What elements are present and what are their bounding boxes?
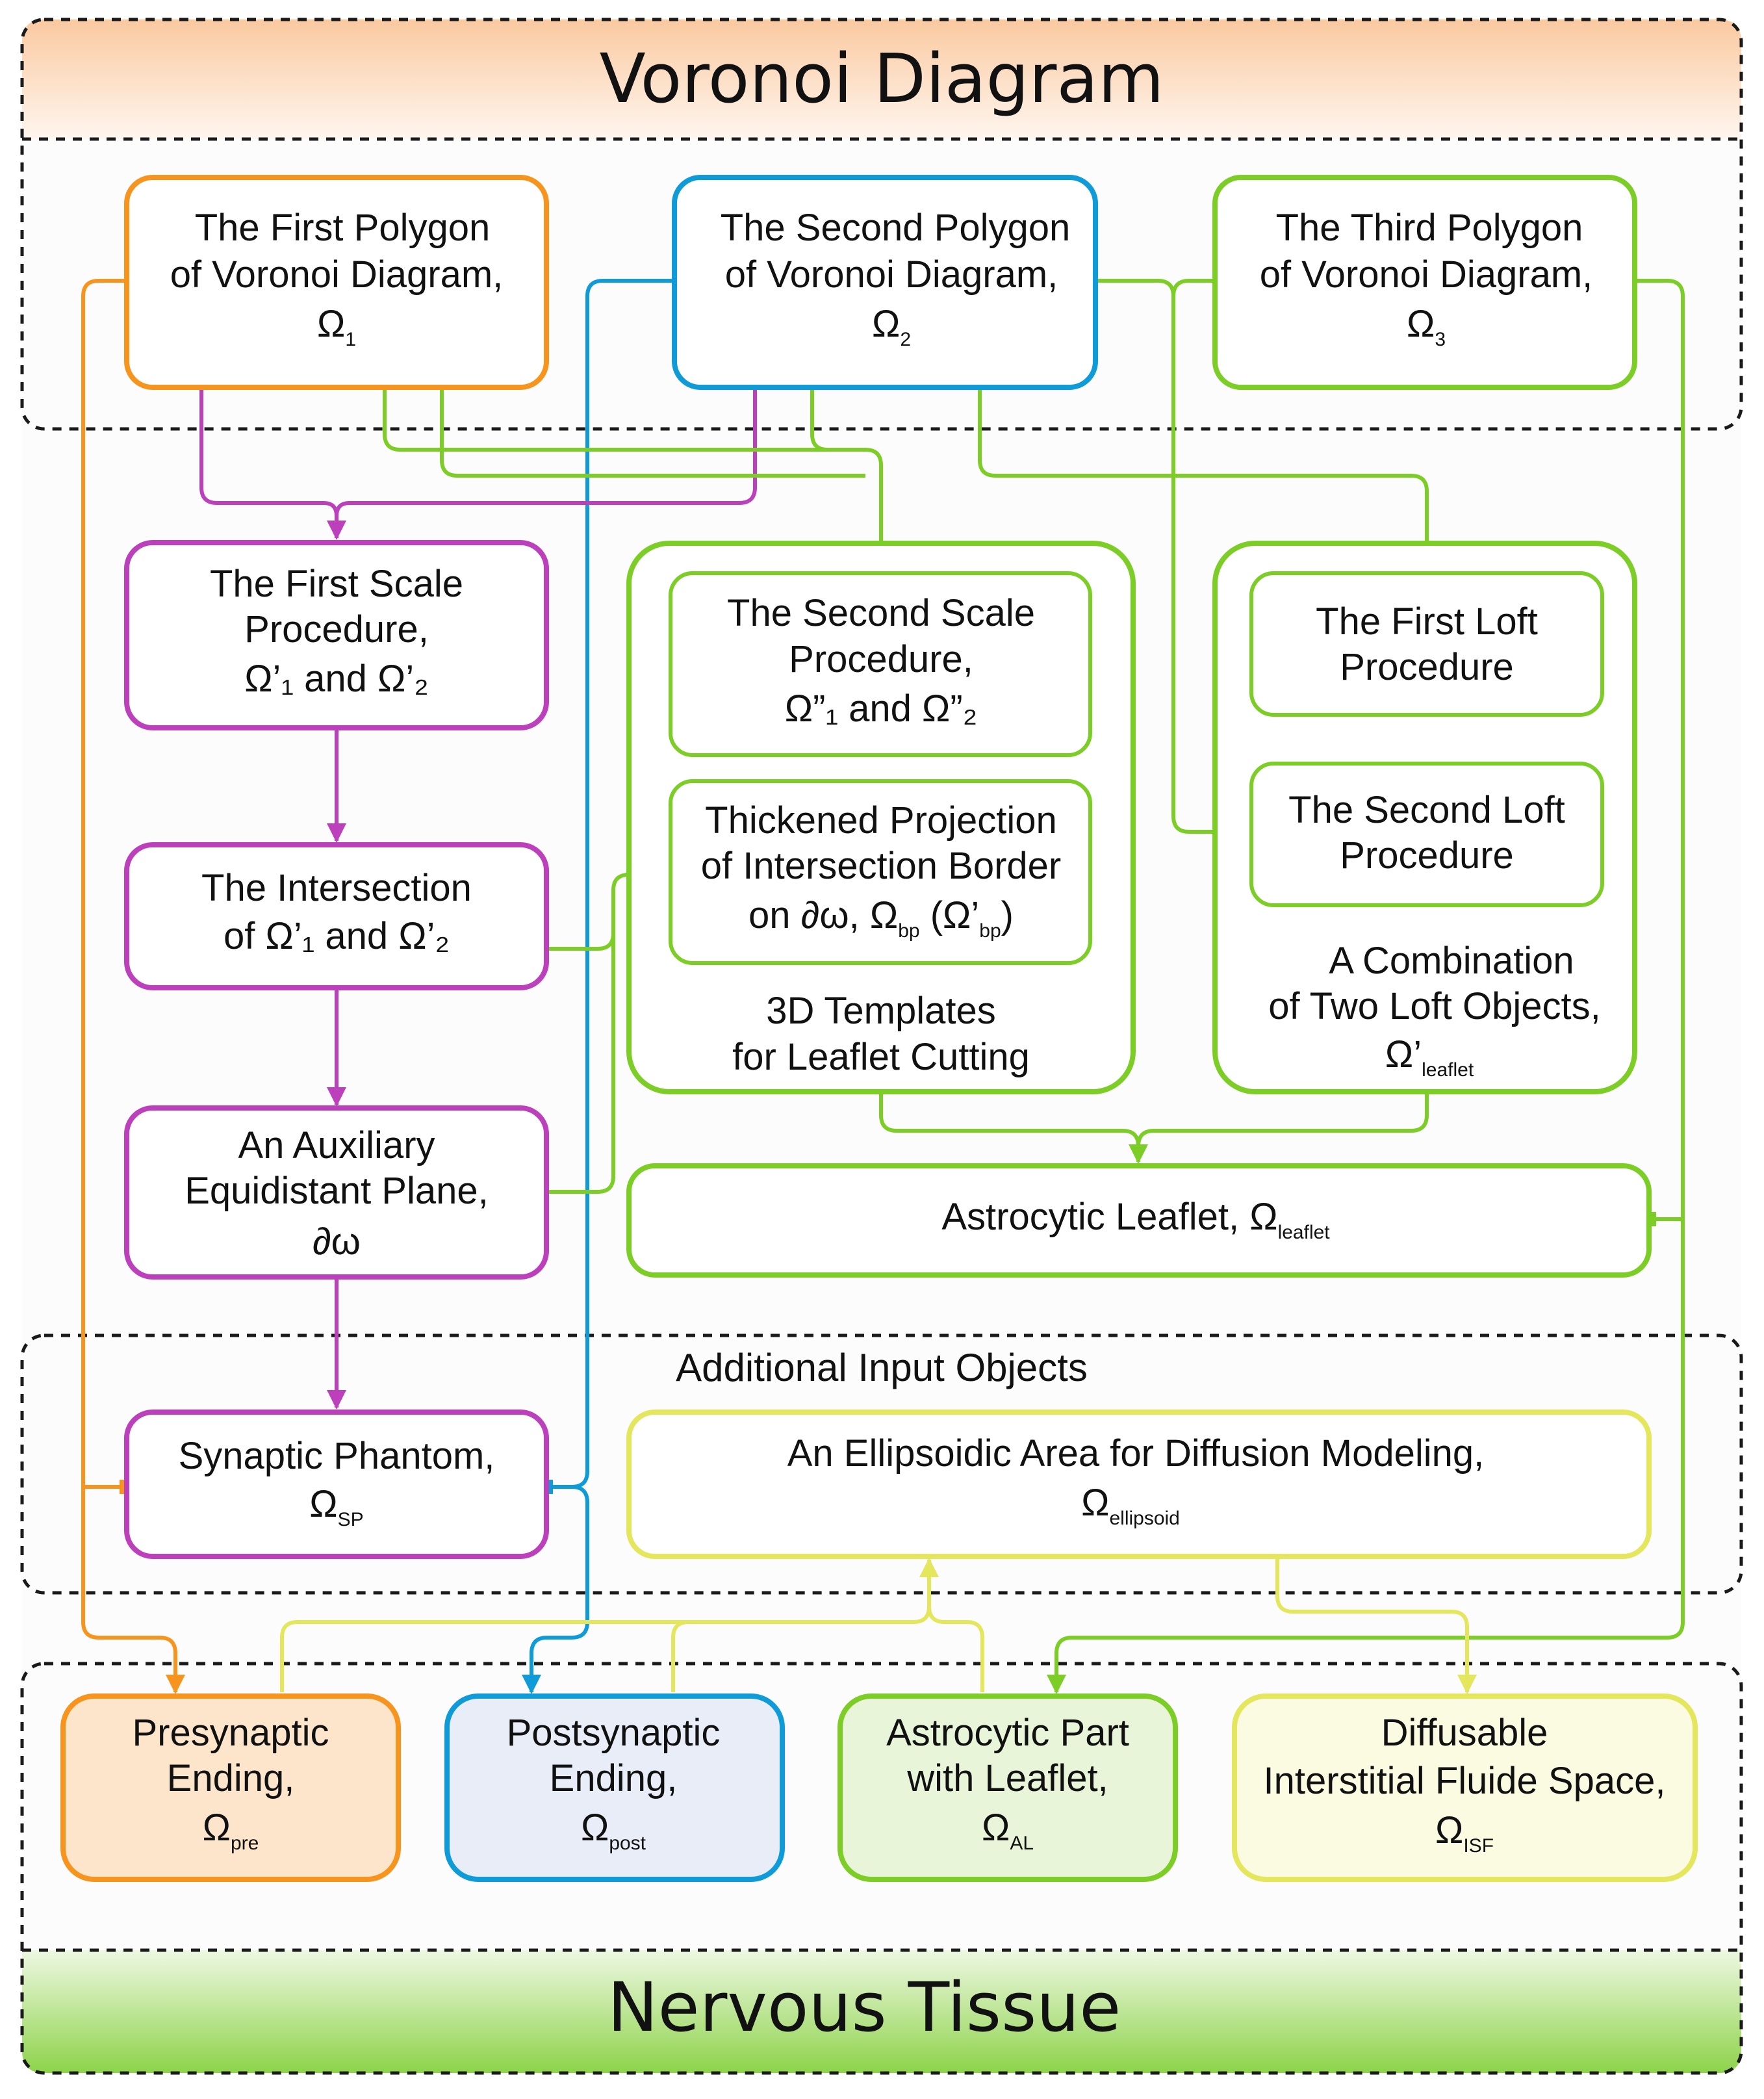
polygon-2-box: The Second Polygon of Voronoi Diagram, Ω… [672, 175, 1098, 390]
output-astrocytic-part: Astrocytic Part with Leaflet, ΩAL [837, 1693, 1178, 1882]
isf-line2: Interstitial Fluide Space, [1264, 1760, 1666, 1802]
second-scale-line2: Procedure, [789, 638, 973, 680]
output-presynaptic: Presynaptic Ending, Ωpre [60, 1693, 401, 1882]
connector-lofts-to-leaflet [1136, 1092, 1429, 1147]
connector-polygon3-to-leaflet [1635, 279, 1685, 1221]
first-scale-line3: Ω’₁ and Ω’₂ [244, 658, 429, 700]
thickened-projection-box [669, 779, 1092, 965]
connector-polygon2-to-scale2 [810, 387, 828, 452]
postsynaptic-line1: Postsynaptic [507, 1712, 721, 1754]
first-loft-line2: Procedure [1340, 646, 1514, 688]
first-scale-line1: The First Scale [210, 563, 463, 605]
connector-astrocytic-to-ellipsoid [927, 1606, 984, 1692]
connector-postsynaptic-to-ellipsoid [671, 1620, 689, 1692]
templates-group: The Second Scale Procedure, Ω”₁ and Ω”₂ … [626, 541, 1136, 1094]
polygon-1-symbol: Ω1 [317, 303, 356, 350]
polygon-1-box: The First Polygon of Voronoi Diagram, Ω1 [124, 175, 549, 390]
auxiliary-line2: Equidistant Plane, [185, 1170, 489, 1212]
header-band [22, 19, 1741, 139]
templates-line2: for Leaflet Cutting [732, 1036, 1030, 1078]
connector-polygon1-to-phantom [81, 279, 127, 1489]
templates-line1: 3D Templates [766, 990, 996, 1032]
header-title: Voronoi Diagram [600, 39, 1164, 118]
additional-inputs-label: Additional Input Objects [676, 1346, 1088, 1389]
auxiliary-plane-box: An Auxiliary Equidistant Plane, ∂ω [124, 1105, 549, 1280]
connector-polygon1-to-loft1 [440, 387, 865, 478]
footer-title: Nervous Tissue [607, 1968, 1121, 2047]
loft-group: The First Loft Procedure The Second Loft… [1212, 541, 1637, 1094]
output-isf: Diffusable Interstitial Fluide Space, ΩI… [1232, 1693, 1698, 1882]
thickened-line2: of Intersection Border [701, 845, 1062, 887]
thickened-line1: Thickened Projection [705, 799, 1057, 842]
connector-polygon2-to-loft2 [1095, 279, 1251, 842]
second-scale-line3: Ω”₁ and Ω”₂ [785, 688, 977, 730]
connector-polygon2-to-loft1 [978, 387, 1437, 574]
first-loft-line1: The First Loft [1316, 600, 1538, 643]
loft-group-line1: A Combination [1329, 940, 1574, 982]
presynaptic-line1: Presynaptic [132, 1712, 329, 1754]
first-loft-box [1249, 571, 1604, 717]
synaptic-phantom-line1: Synaptic Phantom, [179, 1435, 495, 1477]
first-scale-line2: Procedure, [244, 608, 429, 650]
astrocytic-line1: Astrocytic Part [886, 1712, 1129, 1754]
ellipsoid-line1: An Ellipsoidic Area for Diffusion Modeli… [787, 1432, 1485, 1474]
presynaptic-symbol: Ωpre [203, 1807, 259, 1854]
polygon-2-symbol: Ω2 [872, 303, 911, 350]
second-loft-line1: The Second Loft [1288, 789, 1565, 831]
presynaptic-line2: Ending, [167, 1757, 295, 1799]
thickened-line3: on ∂ω, Ωbp (Ω’bp) [748, 894, 1014, 942]
connector-phantom-to-presynaptic [81, 1487, 185, 1694]
postsynaptic-line2: Ending, [550, 1757, 678, 1799]
astrocytic-symbol: ΩAL [982, 1807, 1034, 1854]
isf-symbol: ΩISF [1435, 1809, 1494, 1857]
intersection-box: The Intersection of Ω’₁ and Ω’₂ [124, 842, 549, 990]
synaptic-phantom-symbol: ΩSP [309, 1483, 363, 1530]
nervous-tissue-region [20, 1662, 1743, 2075]
connector-auxiliary-to-thickened [547, 890, 615, 1194]
additional-inputs-region [20, 1333, 1743, 1595]
connectors [81, 279, 1685, 1694]
footer-band [22, 1950, 1741, 2073]
astrocytic-leaflet-box: Astrocytic Leaflet, Ωleaflet [626, 1163, 1652, 1278]
second-scale-box [669, 571, 1092, 757]
auxiliary-line1: An Auxiliary [238, 1124, 435, 1166]
second-scale-line1: The Second Scale [727, 592, 1035, 634]
polygon-2-line2: of Voronoi Diagram, [725, 253, 1058, 296]
polygon-3-box: The Third Polygon of Voronoi Diagram, Ω3 [1212, 175, 1637, 390]
connector-ellipsoid-to-isf [1275, 1557, 1477, 1694]
output-postsynaptic: Postsynaptic Ending, Ωpost [444, 1693, 785, 1882]
ellipsoid-box: An Ellipsoidic Area for Diffusion Modeli… [626, 1410, 1652, 1559]
leaflet-label: Astrocytic Leaflet, Ωleaflet [941, 1196, 1330, 1243]
polygon-3-line1: The Third Polygon [1276, 207, 1583, 249]
connector-polygon3-to-loft2 [1171, 279, 1215, 297]
isf-line1: Diffusable [1381, 1712, 1548, 1754]
polygon-2-line1: The Second Polygon [721, 207, 1070, 249]
voronoi-region [20, 18, 1743, 431]
connector-polygon2-to-scale1 [335, 387, 757, 517]
postsynaptic-symbol: Ωpost [581, 1807, 646, 1854]
connector-polygon1-to-scale2 [383, 387, 891, 571]
ellipsoid-symbol: Ωellipsoid [1081, 1482, 1180, 1529]
second-loft-line2: Procedure [1340, 834, 1514, 877]
polygon-1-line1: The First Polygon [195, 207, 491, 249]
connector-phantom-to-postsynaptic [522, 1485, 589, 1694]
polygon-3-symbol: Ω3 [1407, 303, 1446, 350]
polygon-3-line2: of Voronoi Diagram, [1260, 253, 1593, 296]
loft-group-symbol: Ω’leaflet [1385, 1033, 1474, 1081]
first-scale-box: The First Scale Procedure, Ω’₁ and Ω’₂ [124, 540, 549, 730]
intersection-line2: of Ω’₁ and Ω’₂ [224, 915, 450, 957]
connector-leaflet-to-astrocytic-part [1047, 1219, 1685, 1694]
synaptic-phantom-box: Synaptic Phantom, ΩSP [124, 1410, 549, 1559]
loft-group-line2: of Two Loft Objects, [1268, 985, 1601, 1027]
intersection-line1: The Intersection [201, 867, 472, 909]
astrocytic-line2: with Leaflet, [906, 1757, 1108, 1799]
auxiliary-line3: ∂ω [313, 1220, 361, 1263]
polygon-1-line2: of Voronoi Diagram, [170, 253, 504, 296]
second-loft-box [1249, 762, 1604, 907]
